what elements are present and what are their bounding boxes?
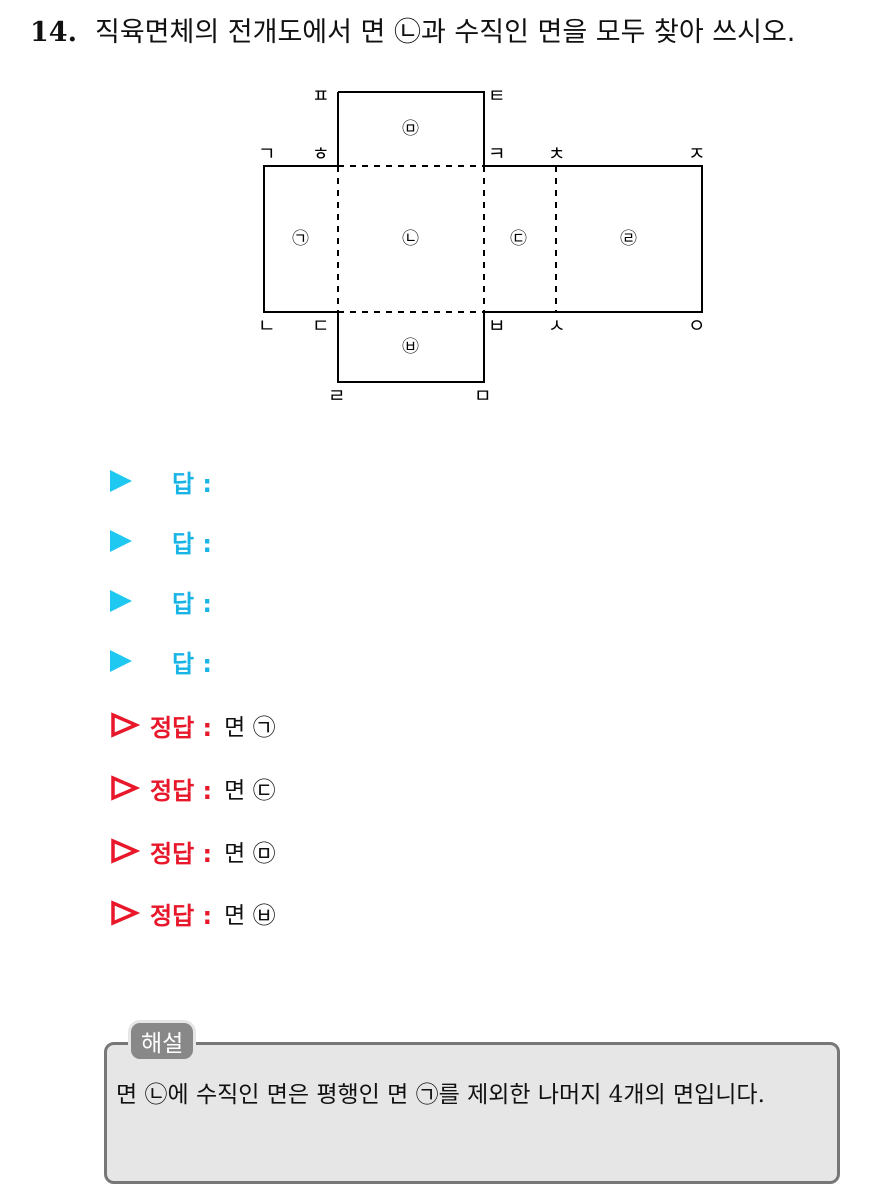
solution-label: 정답 : — [150, 901, 213, 930]
vertex-label: ㅅ — [548, 315, 565, 337]
question-number: 14. — [30, 17, 77, 48]
answer-label: 답 : — [172, 649, 213, 678]
question-text: 직육면체의 전개도에서 면 ㉡과 수직인 면을 모두 찾아 쓰시오. — [94, 17, 796, 48]
question: 14. 직육면체의 전개도에서 면 ㉡과 수직인 면을 모두 찾아 쓰시오. — [30, 10, 795, 49]
solution-label: 정답 : — [150, 776, 213, 805]
answer-arrow-icon — [110, 470, 132, 492]
solution-label: 정답 : — [150, 713, 213, 742]
solution-value: 면 ㉥ — [224, 903, 276, 929]
solution-value: 면 ㉠ — [224, 715, 276, 741]
answer-label: 답 : — [172, 529, 213, 558]
answer-label: 답 : — [172, 469, 213, 498]
vertex-label: ㅎ — [312, 143, 329, 165]
vertex-label: ㄴ — [258, 315, 275, 337]
solution-row: 정답 : 면 ㉥ — [110, 893, 276, 933]
vertex-label: ㄱ — [258, 143, 275, 165]
vertex-label: ㅍ — [312, 85, 329, 107]
face-label: ㉤ — [402, 119, 419, 139]
solution-arrow-icon — [111, 712, 140, 738]
solution-row: 정답 : 면 ㉤ — [110, 831, 276, 871]
cuboid-net-diagram: ㅍ ㅌ ㄱ ㅎ ㅋ ㅊ ㅈ ㄴ ㄷ ㅂ ㅅ ㅇ ㄹ ㅁ ㉤ ㉠ ㉡ ㉢ ㉣ ㉥ — [258, 85, 705, 407]
solution-value: 면 ㉢ — [224, 778, 276, 804]
answer-row: 답 : — [110, 641, 212, 681]
solution-value: 면 ㉤ — [224, 841, 276, 867]
solution-label: 정답 : — [150, 839, 213, 868]
face-label: ㉢ — [510, 229, 527, 249]
solution-arrow-icon — [111, 775, 140, 801]
vertex-label: ㅊ — [548, 143, 565, 165]
net-edge-top — [337, 91, 485, 166]
answer-arrow-icon — [110, 590, 132, 612]
vertex-label: ㅈ — [688, 143, 705, 165]
explanation-box — [104, 1042, 840, 1184]
net-edge-bottom — [337, 312, 485, 383]
explanation-tag: 해설 — [128, 1020, 197, 1062]
vertex-label: ㄷ — [312, 315, 329, 337]
net-edge-right — [484, 165, 703, 313]
face-label: ㉥ — [402, 337, 419, 357]
answer-row: 답 : — [110, 461, 212, 501]
net-edge-left — [263, 165, 338, 313]
vertex-label: ㄹ — [328, 385, 345, 407]
answer-label: 답 : — [172, 589, 213, 618]
solution-row: 정답 : 면 ㉢ — [110, 768, 276, 808]
answer-arrow-icon — [110, 650, 132, 672]
solution-arrow-icon — [111, 838, 140, 864]
answer-arrow-icon — [110, 530, 132, 552]
face-label: ㉣ — [620, 229, 637, 249]
vertex-label: ㅌ — [488, 85, 505, 107]
answer-row: 답 : — [110, 581, 212, 621]
solution-row: 정답 : 면 ㉠ — [110, 705, 276, 745]
answer-row: 답 : — [110, 521, 212, 561]
face-label: ㉡ — [402, 229, 419, 249]
face-label: ㉠ — [292, 229, 309, 249]
vertex-label: ㅂ — [488, 315, 505, 337]
solution-arrow-icon — [111, 900, 140, 926]
vertex-label: ㅇ — [688, 315, 705, 337]
explanation-text: 면 ㉡에 수직인 면은 평행인 면 ㉠를 제외한 나머지 4개의 면입니다. — [116, 1082, 765, 1108]
vertex-label: ㅁ — [474, 385, 491, 407]
vertex-label: ㅋ — [488, 143, 505, 165]
